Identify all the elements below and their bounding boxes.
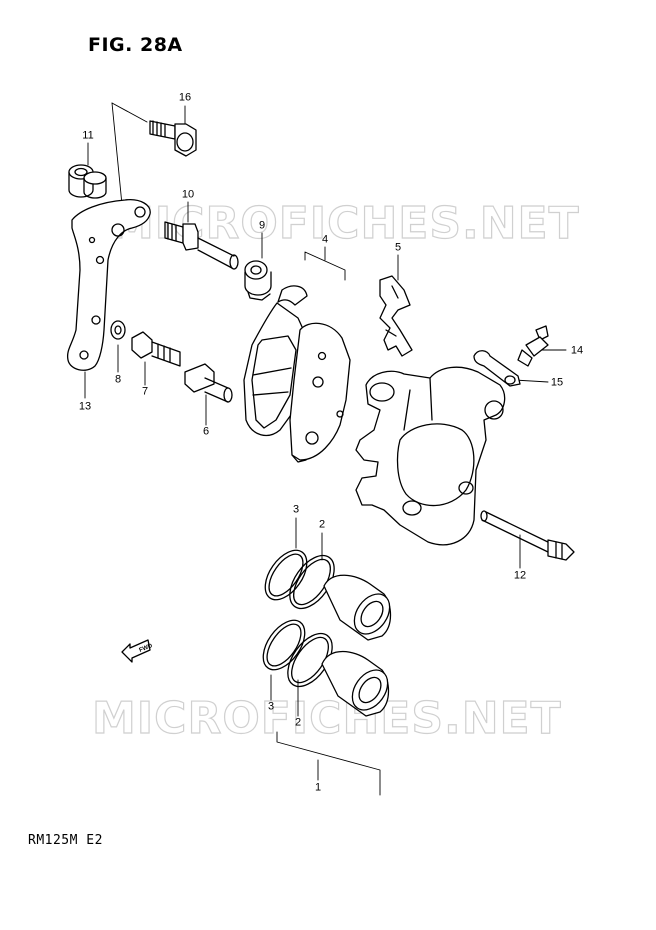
callout-2-upper: 2	[318, 518, 326, 531]
boot-9	[244, 260, 272, 301]
callout-13: 13	[78, 400, 92, 413]
callout-11: 11	[82, 129, 94, 142]
bolt-16	[149, 120, 197, 157]
washer-8	[110, 320, 126, 340]
callout-9: 9	[258, 219, 266, 232]
callout-1: 1	[314, 781, 322, 794]
sleeve-11	[68, 164, 107, 199]
callout-5: 5	[394, 241, 402, 254]
callout-8: 8	[114, 373, 122, 386]
cap-15	[473, 350, 521, 387]
callout-6: 6	[202, 425, 210, 438]
callout-3-lower: 3	[267, 700, 275, 713]
pin-6	[184, 363, 233, 403]
figure-title: FIG. 28A	[88, 34, 183, 56]
callout-7: 7	[141, 385, 149, 398]
fwd-arrow-icon	[121, 639, 151, 663]
model-code: RM125M E2	[28, 833, 103, 848]
bleeder-14	[517, 325, 549, 367]
callout-15: 15	[550, 376, 564, 389]
callout-4: 4	[321, 233, 329, 246]
bracket-13	[66, 199, 151, 371]
fwd-label: FWD	[139, 643, 155, 654]
callout-10: 10	[181, 188, 195, 201]
caliper-body	[355, 366, 506, 546]
watermark-bottom: MICROFICHES.NET	[91, 692, 562, 744]
piston-set-upper	[264, 549, 392, 641]
pin-12	[480, 510, 575, 561]
callout-3-upper: 3	[292, 503, 300, 516]
callout-14: 14	[570, 344, 584, 357]
callout-16: 16	[178, 91, 192, 104]
piston-set-lower	[262, 619, 390, 717]
callout-12: 12	[513, 569, 527, 582]
spring-5	[379, 275, 413, 357]
leader-lines	[84, 102, 567, 796]
pin-7	[131, 331, 181, 367]
pin-10	[164, 221, 239, 270]
brake-pads-4	[243, 285, 351, 463]
callout-2-lower: 2	[294, 716, 302, 729]
